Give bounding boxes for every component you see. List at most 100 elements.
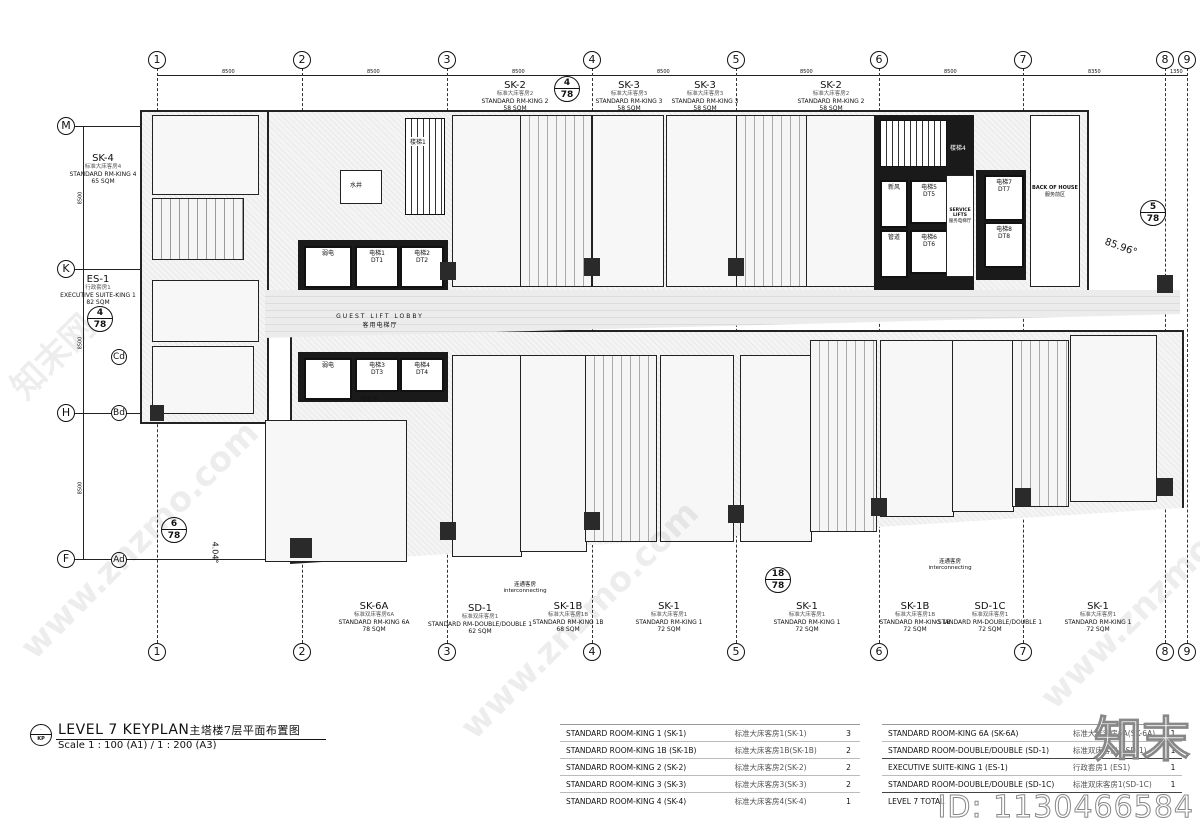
chilled-water-label: 冷冻水: [360, 396, 379, 403]
grid-row-K: [70, 269, 150, 270]
column: [440, 262, 456, 280]
room-sk2-left[interactable]: [452, 115, 522, 287]
grid-bubble-bottom-7: 7: [1014, 643, 1032, 661]
guest-lift-lobby-label: GUEST LIFT LOBBY 客用电梯厅: [336, 313, 424, 329]
room-sk3-left[interactable]: [592, 115, 664, 287]
pipe-shaft: 管道: [880, 230, 908, 278]
column: [1157, 478, 1173, 496]
interconnecting-note-left: 连通客房 interconnecting: [503, 582, 547, 594]
service-lift-lobby: [946, 175, 974, 277]
grid-row-M: [70, 126, 150, 127]
dim-H-F: 8500: [77, 481, 84, 495]
room-es1-bedroom[interactable]: [152, 280, 259, 342]
room-bath-6[interactable]: [810, 340, 877, 532]
label-es1: ES-1 行政套房1 EXECUTIVE SUITE-KING 1 82 SQM: [60, 274, 136, 306]
dim-2-3: 8500: [367, 69, 380, 75]
table-row: STANDARD ROOM-KING 1 (SK-1)标准大床客房1(SK-1)…: [560, 724, 860, 742]
grid-bubble-top-3: 3: [438, 51, 456, 69]
service-lifts-label: SERVICE LIFTS 服务电梯厅: [948, 208, 972, 224]
watermark-id: ID: 1130466584: [937, 790, 1194, 826]
room-sk1-a[interactable]: [660, 355, 734, 542]
column: [584, 512, 600, 530]
grid-bubble-bottom-3: 3: [438, 643, 456, 661]
back-of-house: [1030, 115, 1080, 287]
dim-3-4: 8500: [512, 69, 525, 75]
table-row: STANDARD ROOM-DOUBLE/DOUBLE (SD-1)标准双床客房…: [882, 741, 1182, 759]
room-sk1-b[interactable]: [740, 355, 812, 542]
keyplan-badge: . KP: [30, 724, 52, 746]
electrical-room-top: 弱电: [304, 246, 352, 288]
room-es1-living[interactable]: [152, 346, 254, 414]
column: [728, 505, 744, 523]
table-row: STANDARD ROOM-KING 6A (SK-6A)标准大床客房6A(SK…: [882, 724, 1182, 742]
grid-bubble-row-Cd: Cd: [111, 349, 127, 365]
table-row: STANDARD ROOM-KING 3 (SK-3)标准大床客房3(SK-3)…: [560, 775, 860, 793]
room-sk2-right[interactable]: [806, 115, 876, 287]
label-sk2-left: SK-2 标准大床客房2 STANDARD RM-KING 2 58 SQM: [481, 80, 549, 112]
grid-bubble-row-Bd: Bd: [111, 405, 127, 421]
room-sk1-c[interactable]: [1070, 335, 1157, 502]
water-shaft: [340, 170, 382, 204]
room-bath-8[interactable]: [1012, 340, 1069, 507]
column: [728, 258, 744, 276]
room-sk4-bedroom[interactable]: [152, 115, 259, 195]
room-schedule-right: STANDARD ROOM-KING 6A (SK-6A)标准大床客房6A(SK…: [882, 724, 1182, 809]
grid-bubble-bottom-1: 1: [148, 643, 166, 661]
room-sk4-bathroom[interactable]: [152, 198, 244, 260]
grid-bubble-row-K: K: [57, 260, 75, 278]
label-sk1-b: SK-1 标准大床客房1 STANDARD RM-KING 1 72 SQM: [773, 601, 841, 633]
dim-5-6: 8500: [800, 69, 813, 75]
dim-8-9: 1350: [1170, 69, 1183, 75]
grid-row-H: [70, 413, 150, 414]
room-sk1b-right[interactable]: [880, 340, 954, 517]
room-sk3-left-bath[interactable]: [520, 115, 592, 287]
grid-bubble-top-5: 5: [727, 51, 745, 69]
room-sk6a[interactable]: [265, 420, 407, 562]
left-dimension-line: [83, 126, 84, 559]
column: [871, 498, 887, 516]
grid-bubble-bottom-2: 2: [293, 643, 311, 661]
table-row: STANDARD ROOM-KING 1B (SK-1B)标准大床客房1B(SK…: [560, 741, 860, 759]
label-sk1b-right: SK-1B 标准大床客房1B STANDARD RM-KING 1B 72 SQ…: [879, 601, 951, 633]
room-sd1c[interactable]: [952, 340, 1014, 512]
grid-bubble-top-8: 8: [1156, 51, 1174, 69]
dim-4-5: 8500: [657, 69, 670, 75]
table-row: STANDARD ROOM-KING 2 (SK-2)标准大床客房2(SK-2)…: [560, 758, 860, 776]
room-bath-4[interactable]: [585, 355, 657, 542]
label-sk3-right: SK-3 标准大床客房3 STANDARD RM-KING 3 58 SQM: [671, 80, 739, 112]
label-sd1c: SD-1C 标准双床客房1 STANDARD RM-DOUBLE/DOUBLE …: [937, 601, 1043, 633]
grid-bubble-top-1: 1: [148, 51, 166, 69]
room-sd1[interactable]: [452, 355, 522, 557]
drawing-scale: Scale 1 : 100 (A1) / 1 : 200 (A3): [58, 740, 217, 751]
column: [440, 522, 456, 540]
grid-bubble-bottom-6: 6: [870, 643, 888, 661]
column: [1015, 488, 1031, 506]
table-row: STANDARD ROOM-DOUBLE/DOUBLE (SD-1C)标准双床客…: [882, 775, 1182, 793]
watermark-logo: 知末: [1093, 711, 1190, 768]
water-shaft-label: 水井: [350, 182, 363, 189]
dim-M-K: 8500: [77, 191, 84, 205]
stair-1-label: 楼梯1: [410, 137, 426, 146]
dim-6-7: 8500: [944, 69, 957, 75]
grid-bubble-bottom-5: 5: [727, 643, 745, 661]
label-sk2-right: SK-2 标准大床客房2 STANDARD RM-KING 2 58 SQM: [797, 80, 865, 112]
stair-4-label: 楼梯4: [950, 145, 966, 152]
room-sk1b-left[interactable]: [520, 355, 587, 552]
dim-K-H: 8500: [77, 336, 84, 350]
room-sk3-right-bath[interactable]: [736, 115, 808, 287]
angle-85-96: 85.96°: [1103, 236, 1139, 259]
room-sk3-right[interactable]: [666, 115, 738, 287]
